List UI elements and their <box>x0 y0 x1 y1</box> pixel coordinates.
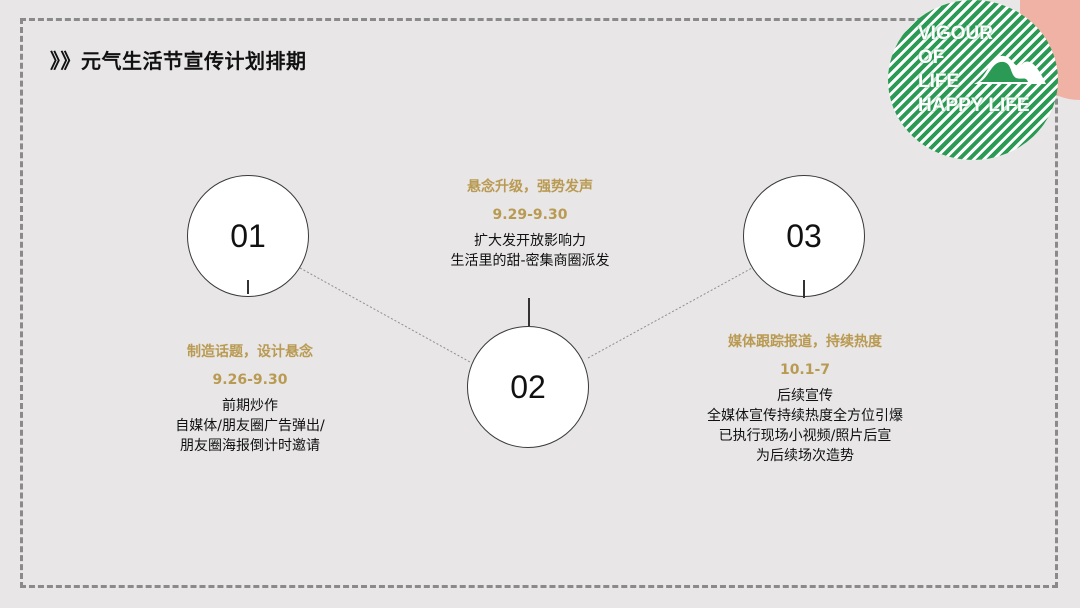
step-circle-03: 03 <box>743 175 865 297</box>
step-heading-01: 制造话题，设计悬念 <box>187 344 313 360</box>
step-circle-01: 01 <box>187 175 309 297</box>
step-line: 全媒体宣传持续热度全方位引爆 <box>707 408 903 424</box>
step-stem-01 <box>247 280 249 294</box>
step-body-02: 扩大发开放影响力 生活里的甜-密集商圈派发 <box>400 231 660 271</box>
step-line: 朋友圈海报倒计时邀请 <box>180 438 320 454</box>
step-line: 扩大发开放影响力 <box>474 233 586 249</box>
logo-text: VIGOUR OF LIFE HAPPY LIFE <box>918 22 1030 118</box>
logo-line: LIFE <box>918 71 960 92</box>
step-body-03: 后续宣传 全媒体宣传持续热度全方位引爆 已执行现场小视频/照片后宣 为后续场次造… <box>655 386 955 466</box>
step-stem-02 <box>528 298 530 326</box>
connector-02-03 <box>587 267 753 359</box>
step-circle-02: 02 <box>467 326 589 448</box>
step-body-01: 前期炒作 自媒体/朋友圈广告弹出/ 朋友圈海报倒计时邀请 <box>120 396 380 456</box>
step-date-02: 9.29-9.30 <box>492 207 568 223</box>
step-line: 前期炒作 <box>222 398 278 414</box>
dashed-frame <box>20 18 1058 588</box>
step-date-01: 9.26-9.30 <box>212 372 288 388</box>
connector-01-02 <box>299 267 471 363</box>
logo-line: HAPPY LIFE <box>918 95 1030 116</box>
step-line: 后续宣传 <box>777 388 833 404</box>
step-stem-03 <box>803 280 805 298</box>
step-line: 生活里的甜-密集商圈派发 <box>450 253 610 269</box>
step-block-02: 悬念升级，强势发声 9.29-9.30 扩大发开放影响力 生活里的甜-密集商圈派… <box>400 177 660 271</box>
step-heading-03: 媒体跟踪报道，持续热度 <box>728 334 882 350</box>
mountain-icon <box>974 55 1046 84</box>
step-line: 已执行现场小视频/照片后宣 <box>718 428 892 444</box>
step-line: 自媒体/朋友圈广告弹出/ <box>175 418 325 434</box>
step-block-01: 制造话题，设计悬念 9.26-9.30 前期炒作 自媒体/朋友圈广告弹出/ 朋友… <box>120 342 380 456</box>
step-heading-02: 悬念升级，强势发声 <box>467 179 593 195</box>
step-block-03: 媒体跟踪报道，持续热度 10.1-7 后续宣传 全媒体宣传持续热度全方位引爆 已… <box>655 332 955 466</box>
step-date-03: 10.1-7 <box>779 362 831 378</box>
logo-line: VIGOUR <box>918 23 993 44</box>
page-title: 》》元气生活节宣传计划排期 <box>50 49 307 73</box>
logo-line: OF <box>918 47 945 68</box>
step-line: 为后续场次造势 <box>756 448 854 464</box>
